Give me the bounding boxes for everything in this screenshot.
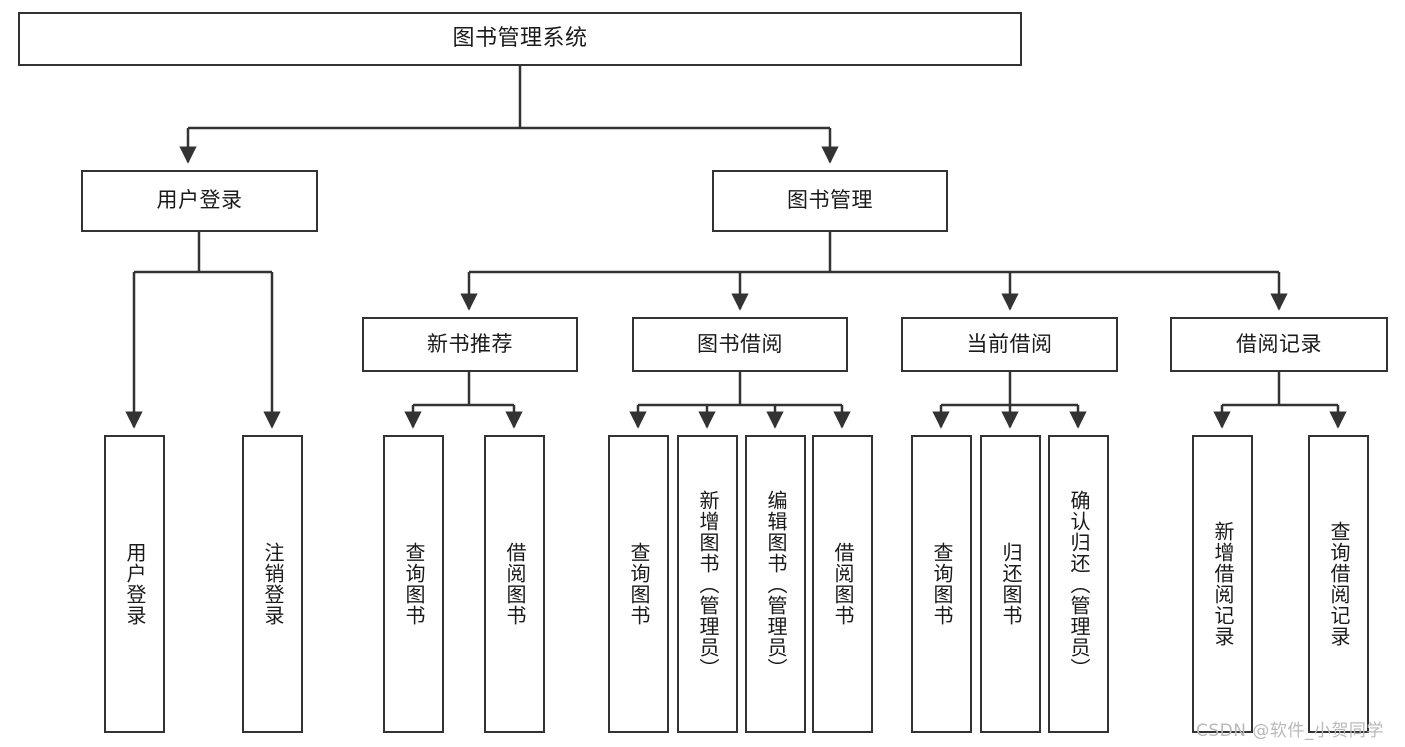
- node-leaf-borrow-book-1[interactable]: 借阅图书: [484, 435, 545, 733]
- node-current-borrow[interactable]: 当前借阅: [901, 317, 1118, 372]
- node-borrow-record[interactable]: 借阅记录: [1170, 317, 1388, 372]
- node-leaf-borrow-book-2-label: 借阅图书: [831, 542, 855, 626]
- node-book-manage-label: 图书管理: [787, 188, 873, 213]
- csdn-watermark: CSDN @软件_小贺同学: [1196, 721, 1384, 741]
- node-leaf-logout-login-label: 注销登录: [261, 542, 285, 626]
- node-leaf-logout-login[interactable]: 注销登录: [242, 435, 303, 733]
- node-leaf-query-book-3-label: 查询图书: [930, 542, 954, 626]
- node-leaf-query-book-2[interactable]: 查询图书: [608, 435, 669, 733]
- node-leaf-edit-book-label: 编辑图书（管理员）: [764, 489, 788, 679]
- node-leaf-add-book-label: 新增图书（管理员）: [696, 489, 720, 679]
- node-borrow-record-label: 借阅记录: [1236, 331, 1322, 356]
- node-root[interactable]: 图书管理系统: [18, 12, 1022, 66]
- node-leaf-query-book-2-label: 查询图书: [627, 542, 651, 626]
- node-book-borrow-label: 图书借阅: [697, 331, 783, 356]
- node-leaf-user-login[interactable]: 用户登录: [104, 435, 165, 733]
- node-current-borrow-label: 当前借阅: [966, 331, 1053, 356]
- node-leaf-query-record[interactable]: 查询借阅记录: [1308, 435, 1369, 733]
- node-leaf-return-book[interactable]: 归还图书: [980, 435, 1041, 733]
- node-leaf-confirm-return[interactable]: 确认归还（管理员）: [1048, 435, 1109, 733]
- node-leaf-query-record-label: 查询借阅记录: [1327, 521, 1351, 647]
- node-user-login[interactable]: 用户登录: [81, 170, 318, 232]
- node-leaf-user-login-label: 用户登录: [123, 542, 147, 626]
- node-leaf-query-book-1[interactable]: 查询图书: [383, 435, 444, 733]
- node-leaf-query-book-3[interactable]: 查询图书: [911, 435, 972, 733]
- node-book-manage[interactable]: 图书管理: [712, 170, 948, 232]
- node-leaf-add-record[interactable]: 新增借阅记录: [1192, 435, 1253, 733]
- node-leaf-borrow-book-1-label: 借阅图书: [503, 542, 527, 626]
- node-new-book-recommend[interactable]: 新书推荐: [362, 317, 578, 372]
- node-leaf-confirm-return-label: 确认归还（管理员）: [1067, 489, 1091, 679]
- node-leaf-return-book-label: 归还图书: [999, 542, 1023, 626]
- node-leaf-borrow-book-2[interactable]: 借阅图书: [812, 435, 873, 733]
- node-root-label: 图书管理系统: [452, 25, 588, 51]
- node-leaf-edit-book[interactable]: 编辑图书（管理员）: [745, 435, 806, 733]
- node-leaf-add-record-label: 新增借阅记录: [1211, 521, 1235, 647]
- node-leaf-query-book-1-label: 查询图书: [402, 542, 426, 626]
- node-book-borrow[interactable]: 图书借阅: [632, 317, 848, 372]
- node-user-login-label: 用户登录: [156, 188, 243, 213]
- node-new-book-recommend-label: 新书推荐: [427, 331, 513, 356]
- node-leaf-add-book[interactable]: 新增图书（管理员）: [677, 435, 738, 733]
